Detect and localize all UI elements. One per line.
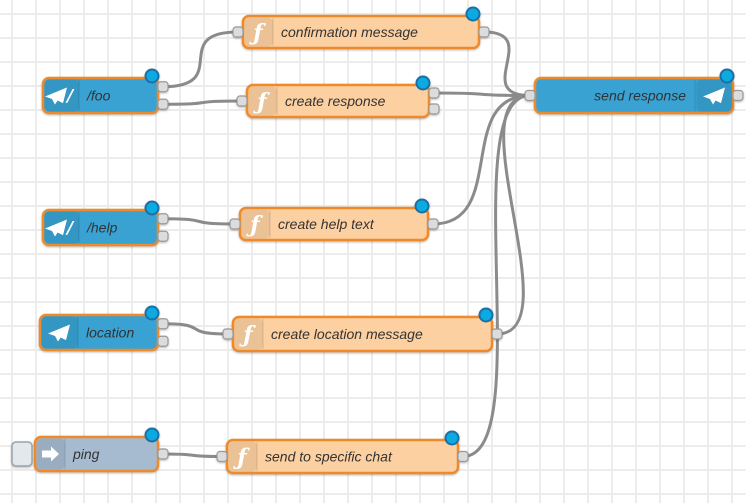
output-port-1[interactable] [157,98,169,110]
slash-icon: / [65,87,75,107]
node-body[interactable] [41,76,160,115]
changed-badge [415,75,431,91]
icon-area [228,441,257,472]
paper-plane-icon [45,219,67,237]
output-port-1[interactable] [157,230,169,242]
wire-create-response-to-send-response[interactable] [432,91,532,97]
paper-plane-icon [45,87,67,105]
node-foo[interactable]: / /foo [41,68,169,115]
output-port-0[interactable] [157,213,169,225]
wire-ping-to-send-to-specific-chat[interactable] [161,452,224,458]
node-label: location [86,325,134,341]
node-body[interactable] [41,208,160,247]
node-label: ping [72,446,100,462]
output-port-1[interactable] [157,335,169,347]
changed-badge [444,430,460,446]
node-label: create location message [271,326,423,342]
changed-badge [719,68,735,84]
output-port-0[interactable] [457,450,469,463]
node-body[interactable] [38,313,160,352]
icon-area [248,86,277,116]
changed-badge [465,6,481,22]
wire-foo-to-create-response[interactable] [161,99,244,106]
input-port[interactable] [229,218,241,230]
node-label: create help text [278,216,375,232]
wire-help-to-create-help-text[interactable] [161,217,237,226]
wire-confirmation-message-to-send-response[interactable] [482,30,532,97]
paper-plane-icon [48,324,70,342]
inject-button[interactable] [11,441,33,467]
wire-create-help-text-to-send-response[interactable] [431,94,532,226]
input-port[interactable] [236,95,248,107]
function-icon: ƒ [248,20,266,46]
node-help[interactable]: / /help [41,200,169,247]
output-port-0[interactable] [491,328,503,340]
input-port[interactable] [222,328,234,340]
slash-icon: / [65,219,75,239]
output-port-0[interactable] [428,87,440,99]
function-icon: ƒ [232,445,250,471]
icon-area [244,17,273,47]
changed-badge [144,200,160,216]
node-create-location-message[interactable]: ƒ create location message [222,307,503,353]
input-port[interactable] [216,450,228,463]
output-port-0[interactable] [427,218,439,230]
function-icon: ƒ [238,322,256,348]
node-create-help-text[interactable]: ƒ create help text [229,198,439,242]
input-port[interactable] [232,26,244,38]
wire-foo-to-confirmation-message[interactable] [161,30,240,89]
node-ping[interactable]: ping [11,427,169,473]
changed-badge [478,307,494,323]
wires-layer [161,30,532,458]
function-icon: ƒ [252,89,270,115]
paper-plane-icon [703,87,725,105]
icon-area [234,318,263,350]
changed-badge [144,68,160,84]
node-location[interactable]: location [38,305,169,352]
inject-arrow-icon [42,446,59,462]
changed-badge [144,427,160,443]
changed-badge [144,305,160,321]
wire-send-to-specific-chat-to-send-response[interactable] [461,94,532,458]
node-label: send to specific chat [265,449,393,465]
input-port[interactable] [524,89,536,102]
node-send-to-specific-chat[interactable]: ƒ send to specific chat [216,430,469,475]
output-port-0[interactable] [478,26,490,38]
output-port-0[interactable] [157,81,169,93]
output-port-0[interactable] [157,448,169,460]
node-confirmation-message[interactable]: ƒ confirmation message [232,6,490,50]
node-create-response[interactable]: ƒ create response [236,75,440,119]
node-label: create response [285,93,386,109]
output-port-0[interactable] [732,89,744,102]
node-label: /help [86,220,118,236]
function-icon: ƒ [245,212,263,238]
wire-location-to-create-location-message[interactable] [161,322,230,336]
node-send-response[interactable]: send response [524,68,744,115]
node-label: /foo [86,88,111,104]
output-port-0[interactable] [157,318,169,330]
node-label: confirmation message [281,24,418,40]
node-label: send response [594,88,686,104]
icon-area [241,209,270,239]
output-port-1[interactable] [428,103,440,115]
changed-badge [414,198,430,214]
